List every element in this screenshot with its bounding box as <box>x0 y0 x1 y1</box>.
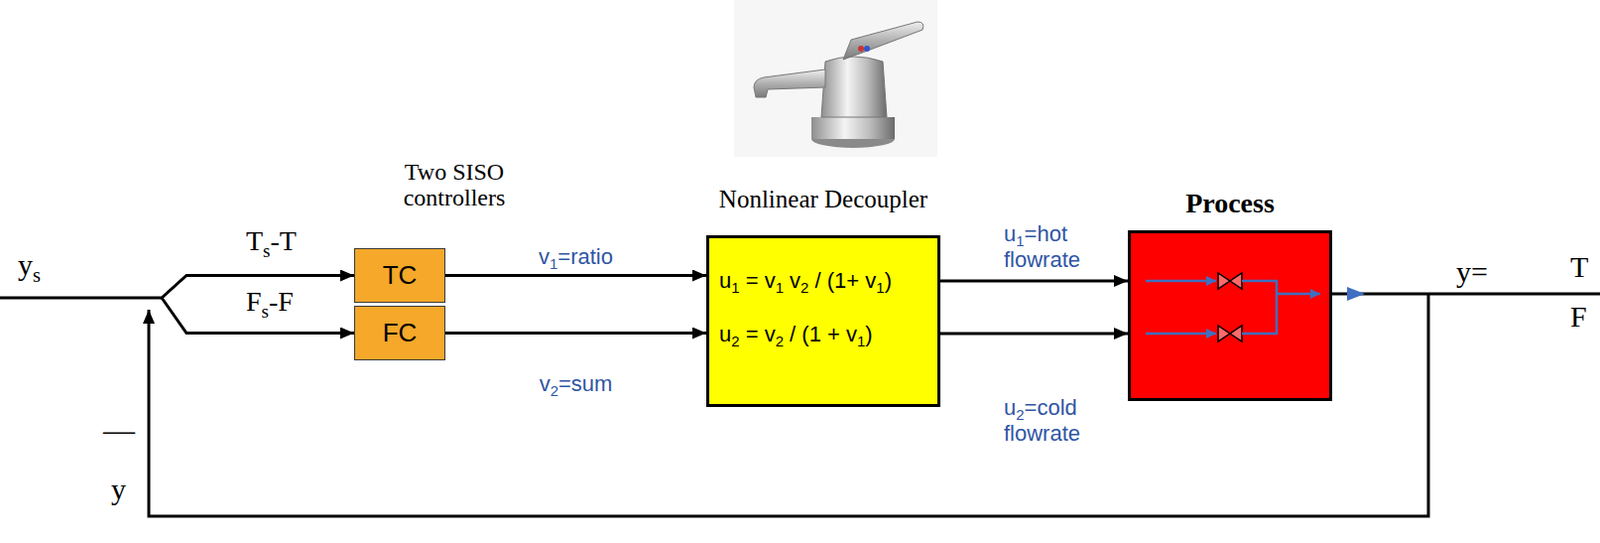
subscript: s <box>262 240 270 261</box>
process-box: Process <box>1127 230 1333 401</box>
subscript: 1 <box>775 278 784 296</box>
error-signal: Ts-T <box>246 226 297 257</box>
box-heading: Process <box>1185 188 1275 220</box>
output-signal: y= <box>1456 254 1488 288</box>
signal-arrow <box>940 279 1128 283</box>
subscript: 1 <box>1015 232 1024 249</box>
signal-label: u2=cold flowrate <box>1003 394 1121 447</box>
controller-box: TC <box>354 247 446 303</box>
signal-arrow <box>445 331 707 335</box>
controller-box: FC <box>354 305 446 361</box>
setpoint-wire <box>0 275 355 299</box>
subscript: 1 <box>857 332 865 350</box>
output-wire <box>1332 292 1600 296</box>
controller-name: TC <box>382 260 418 290</box>
feedback-signal: y <box>111 472 126 505</box>
minus-sign: — <box>103 412 135 448</box>
subscript: 2 <box>550 381 559 399</box>
output-signal: T <box>1570 249 1589 283</box>
signal-label: v2=sum <box>539 370 614 397</box>
subscript: 2 <box>775 332 784 350</box>
valve-symbols <box>1127 230 1333 401</box>
signal-label: u1=hot flowrate <box>1003 221 1121 273</box>
equation-text: u2 = v2 / (1 + v1) <box>719 321 873 348</box>
subscript: 1 <box>875 278 884 296</box>
group-caption: Two SISO controllers <box>379 158 529 212</box>
output-arrowhead <box>1347 286 1365 301</box>
controller-name: FC <box>382 318 418 348</box>
equation-text: u1 = v1 v2 / (1+ v1) <box>719 267 892 294</box>
signal-arrow <box>940 332 1128 336</box>
subscript: s <box>261 300 269 322</box>
subscript: 2 <box>731 332 739 350</box>
signal-label: v1=ratio <box>538 244 614 270</box>
decoupler-box: Nonlinear Decoupleru1 = v1 v2 / (1+ v1)u… <box>706 235 941 407</box>
box-heading: Nonlinear Decoupler <box>719 185 928 214</box>
signal-arrow <box>445 273 707 277</box>
subscript: 1 <box>731 278 739 296</box>
output-signal: F <box>1570 299 1588 333</box>
subscript: 2 <box>1015 405 1024 423</box>
subscript: 2 <box>800 278 809 296</box>
subscript: s <box>32 263 41 286</box>
faucet-illustration <box>734 0 938 157</box>
subscript: 1 <box>549 254 558 272</box>
error-signal: Fs-F <box>246 286 294 318</box>
input-signal: ys <box>17 247 41 281</box>
